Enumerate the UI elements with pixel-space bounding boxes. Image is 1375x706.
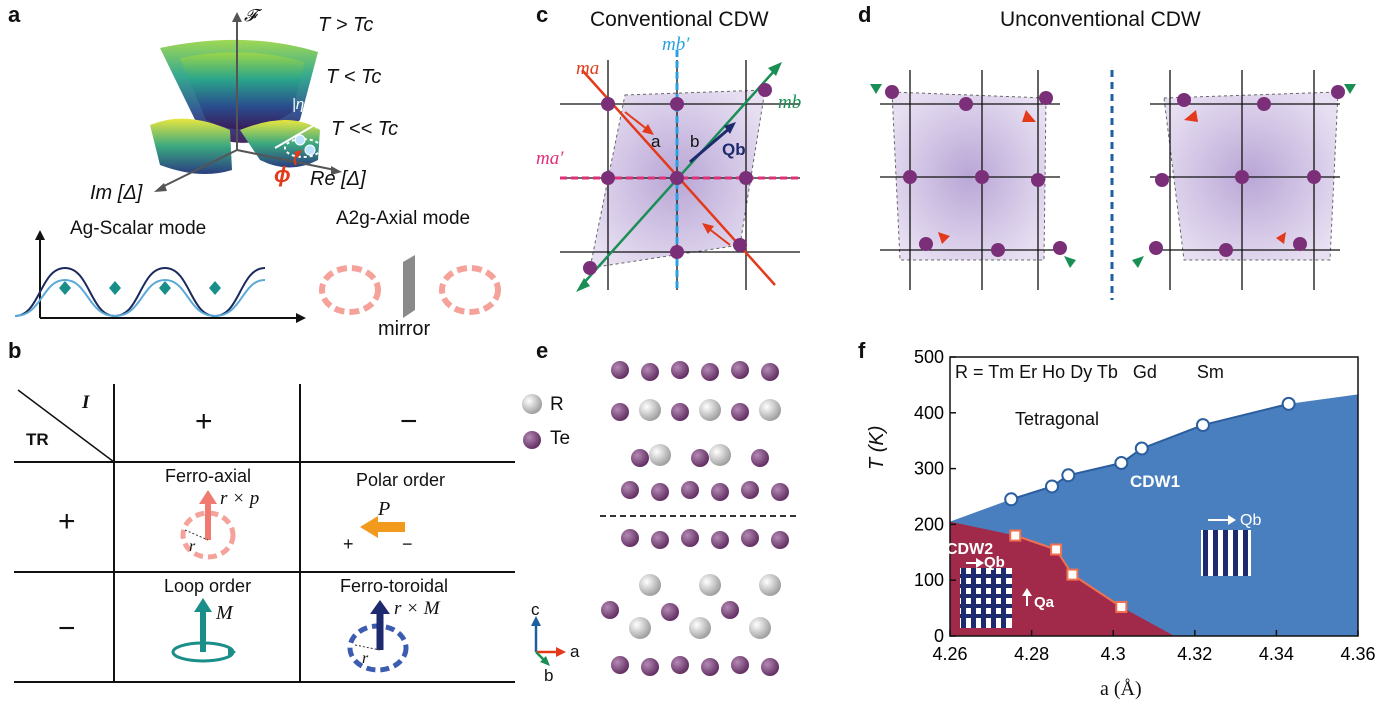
ferro-axial-r: r (189, 538, 196, 555)
cdw2-point (1066, 568, 1079, 581)
panel-letter-d: d (858, 2, 872, 27)
polar-order-label: Polar order (356, 470, 446, 490)
ferro-toroidal-r: r (362, 650, 369, 667)
cdw2-point (1050, 543, 1063, 556)
cdw2-point (1115, 600, 1128, 613)
ferro-axial-label: Ferro-axial (165, 466, 252, 486)
table-row-minus: − (58, 612, 76, 645)
table-row-plus: + (58, 505, 76, 538)
mirror-plane (403, 255, 415, 318)
polar-minus: − (402, 534, 413, 554)
x-tick-label: 4.36 (1340, 644, 1375, 664)
cdw1-point (1281, 396, 1296, 411)
mirror-label: mirror (378, 318, 431, 340)
panel-c-title: Conventional CDW (590, 8, 769, 31)
plot-frame (949, 356, 1359, 637)
chart-element-row: R = Tm Er Ho Dy Tb Gd Sm (955, 362, 1224, 382)
label-phi: ϕ (274, 162, 291, 187)
chart-qa-label: Qa (1034, 594, 1055, 611)
label-re-axis: Re [Δ] (310, 168, 366, 190)
ferro-toroidal-label: Ferro-toroidal (340, 576, 449, 596)
label-m-a-prime: ma′ (536, 148, 564, 169)
chart-x-axis-label: a (Å) (1100, 678, 1142, 700)
cdw2-checker-inset (960, 568, 1012, 628)
y-tick-label: 300 (914, 459, 944, 479)
axial-mode-rotation-left (319, 265, 381, 315)
y-tick-label: 200 (914, 514, 944, 534)
chart-tetragonal-label: Tetragonal (1015, 409, 1100, 429)
cdw1-point (1195, 418, 1210, 433)
axis-c: c (531, 600, 540, 619)
y-tick-label: 0 (934, 626, 944, 646)
table-col-plus: + (195, 405, 213, 438)
cdw2-line (1014, 534, 1122, 608)
ferro-toroidal-formula: r × M (394, 598, 440, 619)
label-m-b-prime: mb′ (662, 34, 690, 55)
axis-a: a (570, 642, 580, 661)
label-t-gt-tc: T > Tc (318, 14, 374, 36)
polar-plus: + (343, 534, 354, 554)
x-tick-label: 4.32 (1177, 644, 1212, 664)
chart-qb-cdw2-label: Qb (984, 554, 1005, 571)
label-a: a (651, 132, 661, 151)
x-tick-label: 4.34 (1259, 644, 1294, 664)
legend-R: R (550, 394, 564, 415)
loop-M: M (216, 602, 233, 624)
unconventional-cdw-lattice (870, 70, 1356, 300)
panel-d-title: Unconventional CDW (1000, 8, 1201, 31)
cdw1-point (1134, 441, 1149, 456)
axial-mode-title: A2g-Axial mode (336, 208, 471, 229)
phase-diagram-chart: 4.26 4.28 4.3 4.32 4.34 4.36 0 100 200 300 400 500 (914, 347, 1375, 664)
y-tick-label: 100 (914, 570, 944, 590)
chart-y-axis-label: T (K) (866, 425, 888, 470)
x-tick-label: 4.26 (932, 644, 967, 664)
table-corner-I: I (82, 392, 90, 413)
loop-order-label: Loop order (164, 576, 252, 596)
symmetry-table-grid (14, 384, 515, 683)
x-tick-label: 4.3 (1101, 644, 1126, 664)
scalar-mode-title: Ag-Scalar mode (70, 218, 207, 239)
free-energy-axis-label: 𝓕 (244, 6, 257, 25)
table-col-minus: − (400, 405, 418, 438)
panel-letter-a: a (8, 2, 21, 27)
ferro-axial-formula: r × p (220, 488, 260, 509)
axial-mode-rotation-right (439, 265, 501, 315)
cdw1-point (1114, 456, 1129, 471)
panel-letter-b: b (8, 338, 22, 363)
cdw2-point (1009, 529, 1022, 542)
y-tick-label: 500 (914, 347, 944, 367)
panel-letter-e: e (536, 338, 549, 363)
free-energy-surface (14, 12, 501, 323)
x-tick-label: 4.28 (1014, 644, 1049, 664)
y-tick-label: 400 (914, 403, 944, 423)
bowl-mid (180, 52, 305, 130)
chart-cdw1-label: CDW1 (1130, 472, 1181, 491)
conventional-cdw-lattice (560, 50, 800, 292)
label-m-a: ma (576, 58, 600, 79)
bowl-wing-left (150, 118, 232, 174)
label-t-lt-tc: T < Tc (326, 66, 382, 88)
chart-cdw2-label: CDW2 (946, 541, 994, 558)
label-m-b: mb (778, 92, 802, 113)
label-qb-c: Qb (722, 140, 746, 159)
label-b: b (690, 132, 700, 151)
cdw1-point (1045, 479, 1059, 494)
chart-qb-inset-label: Qb (1240, 512, 1262, 529)
label-im-axis: Im [Δ] (90, 182, 143, 204)
label-t-llt-tc: T << Tc (331, 118, 399, 140)
cdw1-point (1004, 492, 1019, 507)
scalar-mode-curve-light (14, 278, 266, 318)
cdw1-point (1061, 468, 1076, 483)
legend-Te: Te (550, 428, 571, 449)
polar-P: P (378, 498, 391, 520)
panel-letter-c: c (536, 2, 549, 27)
table-corner-TR: TR (26, 430, 49, 449)
label-eta: |η| (292, 96, 309, 113)
panel-letter-f: f (858, 338, 866, 363)
axis-b: b (544, 666, 554, 685)
cdw1-stripe-inset (1201, 530, 1251, 576)
crystal-structure (522, 361, 800, 676)
